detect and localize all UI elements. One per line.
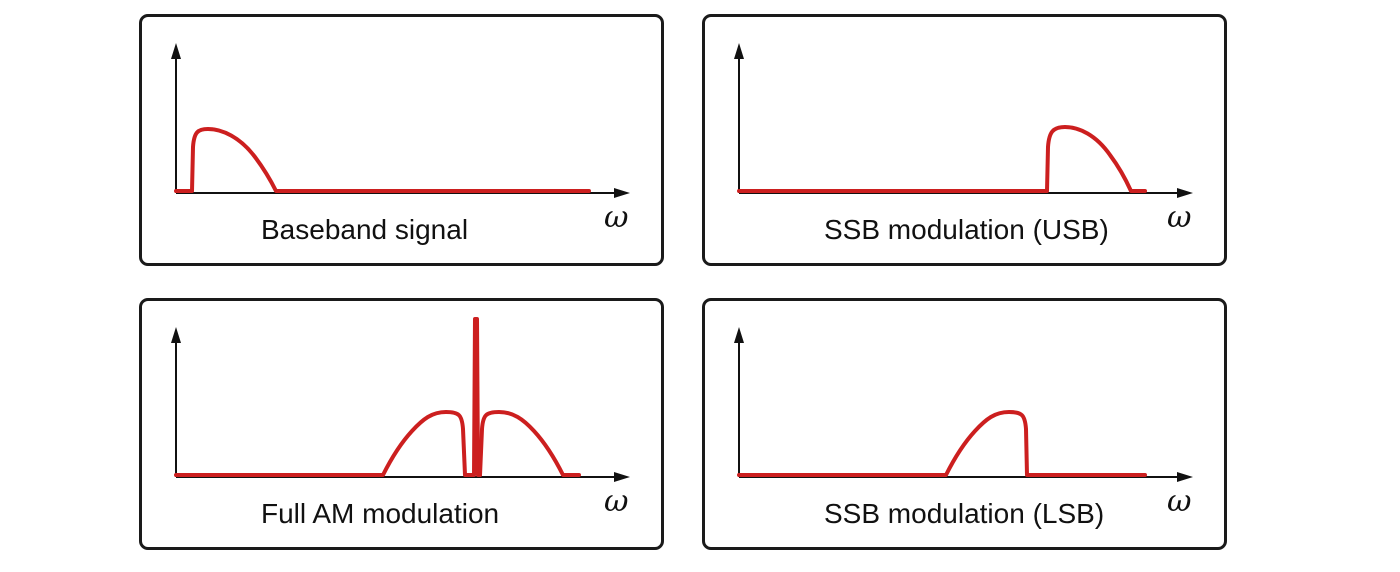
x-axis-arrowhead — [614, 188, 630, 198]
axes — [171, 327, 630, 482]
x-axis-arrowhead — [1177, 472, 1193, 482]
lower-sideband-curve — [174, 410, 472, 477]
lower-sideband-curve — [737, 410, 1147, 477]
y-axis-arrowhead — [734, 327, 744, 343]
panel-ssb-usb: SSB modulation (USB) ω — [702, 14, 1227, 266]
y-axis-arrowhead — [171, 327, 181, 343]
panel-ssb-lsb: SSB modulation (LSB) ω — [702, 298, 1227, 550]
panel-full-am: Full AM modulation ω — [139, 298, 664, 550]
lsb-spectrum-plot — [734, 327, 1193, 482]
y-axis-arrowhead — [734, 43, 744, 59]
axes — [171, 43, 630, 198]
x-axis-arrowhead — [614, 472, 630, 482]
carrier-spike — [468, 317, 482, 477]
omega-axis-label: ω — [1167, 484, 1192, 519]
baseband-spectrum-curve — [174, 127, 591, 193]
omega-axis-label: ω — [1167, 200, 1192, 235]
usb-spectrum-plot — [734, 43, 1193, 198]
caption-baseband: Baseband signal — [261, 214, 469, 245]
caption-lsb: SSB modulation (LSB) — [824, 498, 1105, 529]
omega-axis-label: ω — [604, 200, 629, 235]
upper-sideband-curve — [478, 410, 581, 477]
x-axis-arrowhead — [1177, 188, 1193, 198]
y-axis-arrowhead — [171, 43, 181, 59]
omega-axis-label: ω — [604, 484, 629, 519]
panel-baseband-signal: Baseband signal ω — [139, 14, 664, 266]
caption-usb: SSB modulation (USB) — [824, 214, 1109, 245]
upper-sideband-curve — [737, 125, 1147, 193]
caption-full-am: Full AM modulation — [261, 498, 500, 529]
axes — [734, 327, 1193, 482]
baseband-spectrum-plot — [171, 43, 630, 198]
full-am-spectrum-plot — [171, 317, 630, 482]
